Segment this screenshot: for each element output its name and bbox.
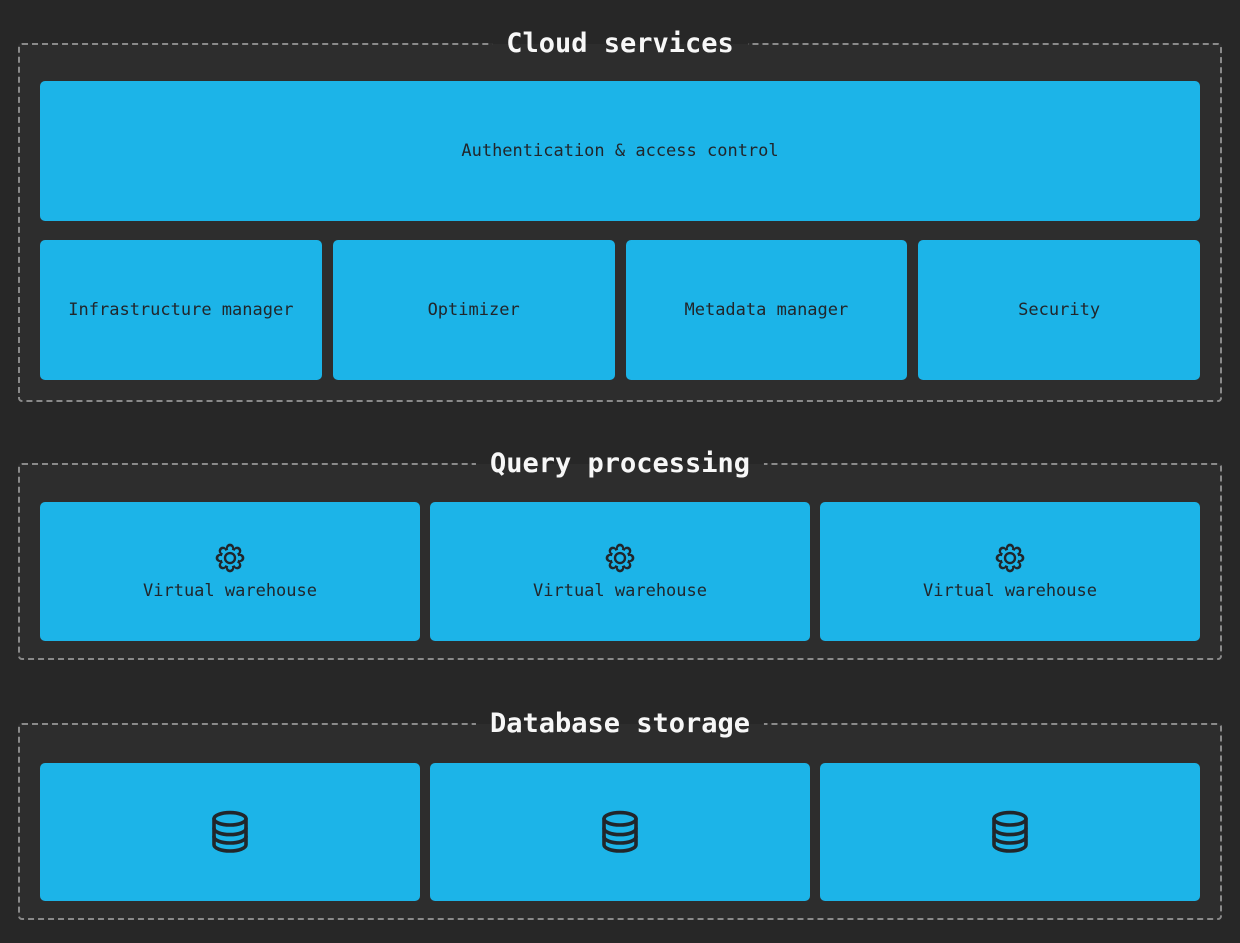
database-storage-row <box>40 763 1200 901</box>
gear-icon <box>215 543 245 572</box>
query-processing-row: Virtual warehouse <box>40 502 1200 641</box>
box-optimizer: Optimizer <box>332 240 615 380</box>
database-box <box>430 763 810 901</box>
section-database-storage: Database storage <box>18 708 1222 920</box>
architecture-diagram: Cloud services Authentication & access c… <box>0 28 1240 943</box>
gear-icon <box>605 543 635 572</box>
cloud-services-row: Infrastructure manager Optimizer Metadat… <box>40 240 1200 380</box>
section-title-cloud-services: Cloud services <box>492 28 748 60</box>
virtual-warehouse-box: Virtual warehouse <box>40 502 420 641</box>
gear-icon <box>995 543 1025 572</box>
box-metadata-manager: Metadata manager <box>625 240 908 380</box>
section-title-database-storage: Database storage <box>475 708 765 740</box>
section-title-query-processing: Query processing <box>475 448 765 480</box>
section-cloud-services: Cloud services Authentication & access c… <box>18 28 1222 402</box>
database-icon <box>602 810 638 853</box>
section-query-processing: Query processing <box>18 448 1222 660</box>
virtual-warehouse-label: Virtual warehouse <box>533 580 707 601</box>
box-security: Security <box>918 240 1200 380</box>
database-icon <box>992 810 1028 853</box>
box-infrastructure-manager: Infrastructure manager <box>40 240 322 380</box>
security-label: Security <box>1018 300 1101 320</box>
infrastructure-manager-label: Infrastructure manager <box>68 300 294 320</box>
auth-access-control-label: Authentication & access control <box>461 141 779 161</box>
virtual-warehouse-label: Virtual warehouse <box>923 580 1097 601</box>
metadata-manager-label: Metadata manager <box>684 300 849 320</box>
virtual-warehouse-label: Virtual warehouse <box>143 580 317 601</box>
virtual-warehouse-box: Virtual warehouse <box>430 502 810 641</box>
virtual-warehouse-box: Virtual warehouse <box>820 502 1200 641</box>
database-box <box>40 763 420 901</box>
optimizer-label: Optimizer <box>427 300 520 320</box>
database-box <box>820 763 1200 901</box>
database-icon <box>212 810 248 853</box>
auth-access-control-box: Authentication & access control <box>40 81 1200 221</box>
